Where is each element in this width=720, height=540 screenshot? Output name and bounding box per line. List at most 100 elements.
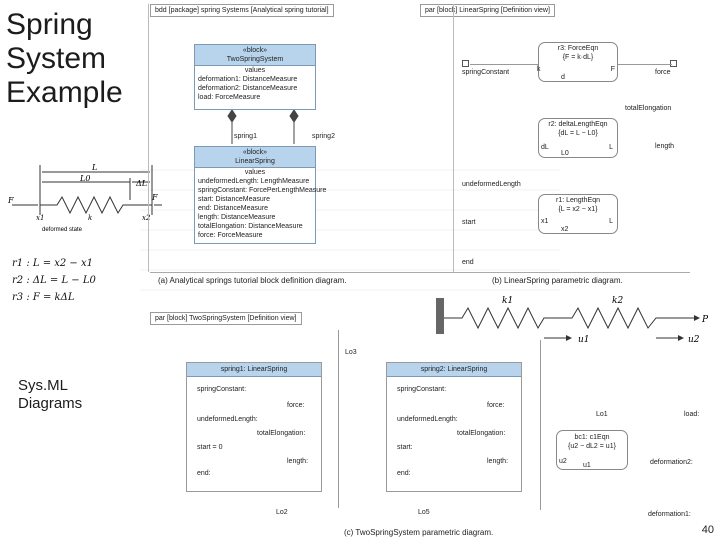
equation-r2: r2 : ΔL = L − L0 (12, 275, 96, 286)
part-header: spring2: LinearSpring (387, 363, 521, 377)
title-line: Example (6, 76, 123, 109)
param-d: d (561, 74, 565, 81)
field: start: (397, 444, 413, 451)
label-u1: u1 (578, 335, 590, 345)
label-dL: ΔL (135, 179, 147, 188)
constraint-expr: {F = k·dL} (562, 54, 594, 61)
two-spring-schematic: k1 k2 u1 u2 P (436, 296, 709, 345)
label-lo3: Lo3 (345, 349, 357, 356)
label-force: force (655, 69, 671, 76)
caption-b: (b) LinearSpring parametric diagram. (492, 276, 623, 285)
caption-a: (a) Analytical springs tutorial block de… (158, 276, 347, 285)
constraint-name: bc1: c1Eqn (574, 434, 610, 441)
field: springConstant: (397, 386, 447, 393)
connector (470, 64, 538, 65)
param-L: L (609, 218, 613, 225)
constraint-delta-length-eqn: r2: deltaLengthEqn {dL = L − L0} dL L L0 (538, 118, 618, 158)
param-u1: u1 (583, 462, 591, 469)
field: length: (287, 458, 309, 465)
label-x2: x2 (142, 214, 151, 222)
connector (338, 330, 339, 508)
values-label: values (244, 67, 266, 74)
spring2-part: spring2: LinearSpring springConstant: fo… (386, 362, 522, 492)
constraint-expr: {dL = L − L0} (558, 130, 598, 137)
value-item: undeformedLength: LengthMeasure (198, 178, 310, 185)
field: force: (287, 402, 305, 409)
block-stereotype: «block» (242, 149, 268, 156)
role-spring2: spring2 (312, 133, 335, 140)
label-spring-constant: springConstant (462, 69, 510, 76)
field: totalElongation: (257, 430, 306, 437)
subtitle-line: Sys.ML (18, 377, 69, 394)
label-start: start (462, 219, 476, 226)
label-lo1: Lo1 (596, 411, 608, 418)
param-F: F (610, 66, 615, 73)
spring1-part: spring1: LinearSpring springConstant: fo… (186, 362, 322, 492)
constraint-force-eqn: r3: ForceEqn {F = k·dL} k F d (537, 42, 618, 82)
constraint-c1-eqn: bc1: c1Eqn {u2 − dL2 = u1} u2 u1 (556, 430, 628, 470)
label-u2: u2 (688, 335, 700, 345)
subtitle-line: Diagrams (18, 395, 83, 412)
label-end: end (462, 259, 474, 266)
constraint-name: r1: LengthEqn (556, 197, 600, 204)
caption-divider (150, 272, 690, 273)
field: springConstant: (197, 386, 247, 393)
label-load: load: (684, 411, 700, 418)
value-item: load: ForceMeasure (198, 94, 261, 101)
constraint-name: r2: deltaLengthEqn (548, 121, 608, 128)
part-header: spring1: LinearSpring (187, 363, 321, 377)
value-item: deformation1: DistanceMeasure (198, 76, 298, 83)
block-name: TwoSpringSystem (226, 56, 284, 63)
constraint-expr: {L = x2 − x1} (558, 206, 598, 213)
title-line: Spring (6, 8, 93, 41)
values-label: values (244, 169, 266, 176)
param-k: k (537, 66, 541, 73)
connector (540, 340, 541, 510)
param-dL: dL (541, 144, 549, 151)
par-two-header: par [block] TwoSpringSystem [Definition … (150, 312, 302, 325)
value-item: end: DistanceMeasure (198, 205, 269, 212)
title-line: System (6, 42, 107, 75)
label-L: L (91, 163, 97, 172)
bdd-frame (148, 4, 453, 272)
label-deformation1: deformation1: (648, 511, 691, 518)
field: start = 0 (197, 444, 223, 451)
label-length: length (655, 143, 675, 150)
param-L: L (609, 144, 613, 151)
constraint-expr: {u2 − dL2 = u1} (568, 443, 616, 450)
label-total-elongation: totalElongation (625, 105, 672, 112)
composition-lines (227, 110, 299, 144)
constraint-length-eqn: r1: LengthEqn {L = x2 − x1} x1 L x2 (538, 194, 618, 234)
label-F-right: F (151, 193, 158, 202)
slide-subtitle: Sys.ML Diagrams (18, 377, 82, 413)
block-header: «block» LinearSpring (195, 147, 315, 168)
port-right (670, 60, 677, 67)
equations: r1 : L = x2 − x1 r2 : ΔL = L − L0 r3 : F… (12, 258, 96, 303)
par-linear-frame (453, 4, 687, 272)
constraint-name: r3: ForceEqn (557, 45, 599, 52)
label-state: deformed state (42, 227, 83, 233)
param-L0: L0 (561, 150, 569, 157)
value-item: force: ForceMeasure (198, 232, 263, 239)
field: end: (397, 470, 411, 477)
label-undeformed-length: undeformedLength (462, 181, 521, 188)
two-spring-system-block: «block» TwoSpringSystem values deformati… (194, 44, 316, 110)
role-spring1: spring1 (234, 133, 257, 140)
bdd-header: bdd [package] spring Systems [Analytical… (150, 4, 334, 17)
slide-title: Spring System Example (6, 8, 123, 110)
param-u2: u2 (559, 458, 567, 465)
value-item: deformation2: DistanceMeasure (198, 85, 298, 92)
block-header: «block» TwoSpringSystem (195, 45, 315, 66)
label-lo5: Lo5 (418, 509, 430, 516)
value-item: start: DistanceMeasure (198, 196, 270, 203)
equation-r3: r3 : F = kΔL (12, 292, 75, 303)
linear-spring-block: «block» LinearSpring values undeformedLe… (194, 146, 326, 244)
value-item: totalElongation: DistanceMeasure (198, 223, 303, 230)
block-name: LinearSpring (235, 158, 275, 165)
field: totalElongation: (457, 430, 506, 437)
block-stereotype: «block» (242, 47, 268, 54)
param-x1: x1 (541, 218, 549, 225)
label-F-left: F (7, 196, 14, 205)
field: undeformedLength: (197, 416, 258, 423)
page-number: 40 (701, 524, 714, 536)
